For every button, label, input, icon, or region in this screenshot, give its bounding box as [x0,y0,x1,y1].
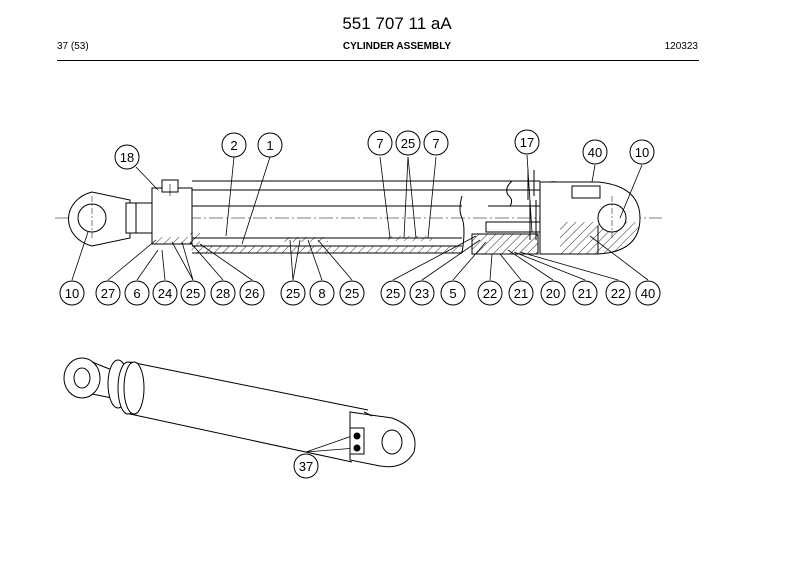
isometric-view [63,357,416,468]
callout-number: 24 [158,286,172,301]
callout-top-1: 1 [257,132,283,158]
callout-number: 6 [133,286,140,301]
callout-number: 2 [230,138,237,153]
callout-top-2: 2 [221,132,247,158]
callout-number: 5 [449,286,456,301]
callout-number: 7 [376,136,383,151]
callout-number: 27 [101,286,115,301]
callout-number: 25 [345,286,359,301]
callout-bottom-5: 5 [440,280,466,306]
callout-number: 18 [120,150,134,165]
page-info: 37 (53) [57,41,89,52]
section-view [55,170,662,255]
callout-number: 10 [635,145,649,160]
callout-bottom-23: 23 [409,280,435,306]
callout-number: 28 [216,286,230,301]
callout-bottom-40: 40 [635,280,661,306]
callout-number: 10 [65,286,79,301]
section-title: CYLINDER ASSEMBLY [342,41,452,52]
callout-iso-37: 37 [293,453,319,479]
callout-top-40: 40 [582,139,608,165]
callout-top-17: 17 [514,129,540,155]
leader-lines [71,154,649,453]
callout-number: 22 [483,286,497,301]
callout-number: 21 [514,286,528,301]
callout-bottom-20: 20 [540,280,566,306]
callout-bottom-25: 25 [380,280,406,306]
document-number: 551 707 11 aA [342,14,452,33]
callout-number: 1 [266,138,273,153]
callout-bottom-27: 27 [95,280,121,306]
callout-bottom-6: 6 [124,280,150,306]
callout-number: 40 [641,286,655,301]
callout-bottom-28: 28 [210,280,236,306]
callout-top-10: 10 [629,139,655,165]
callout-number: 26 [245,286,259,301]
callout-bottom-22: 22 [477,280,503,306]
callout-number: 17 [520,135,534,150]
callout-bottom-10: 10 [59,280,85,306]
callout-top-25: 25 [395,130,421,156]
header-rule [57,60,699,61]
callout-bottom-25: 25 [280,280,306,306]
callout-number: 8 [318,286,325,301]
callout-bottom-25: 25 [339,280,365,306]
date-code: 120323 [664,41,698,52]
callout-number: 25 [186,286,200,301]
callout-number: 7 [432,136,439,151]
callout-top-18: 18 [114,144,140,170]
callout-bottom-25: 25 [180,280,206,306]
callout-number: 37 [299,459,313,474]
callout-number: 22 [611,286,625,301]
callout-number: 21 [578,286,592,301]
callout-number: 40 [588,145,602,160]
callout-number: 25 [386,286,400,301]
callout-number: 25 [401,136,415,151]
callout-top-7: 7 [367,130,393,156]
callout-bottom-21: 21 [572,280,598,306]
callout-bottom-22: 22 [605,280,631,306]
callout-bottom-21: 21 [508,280,534,306]
callout-bottom-8: 8 [309,280,335,306]
callout-bottom-24: 24 [152,280,178,306]
callout-number: 20 [546,286,560,301]
callout-number: 25 [286,286,300,301]
callout-bottom-26: 26 [239,280,265,306]
callout-number: 23 [415,286,429,301]
callout-top-7: 7 [423,130,449,156]
